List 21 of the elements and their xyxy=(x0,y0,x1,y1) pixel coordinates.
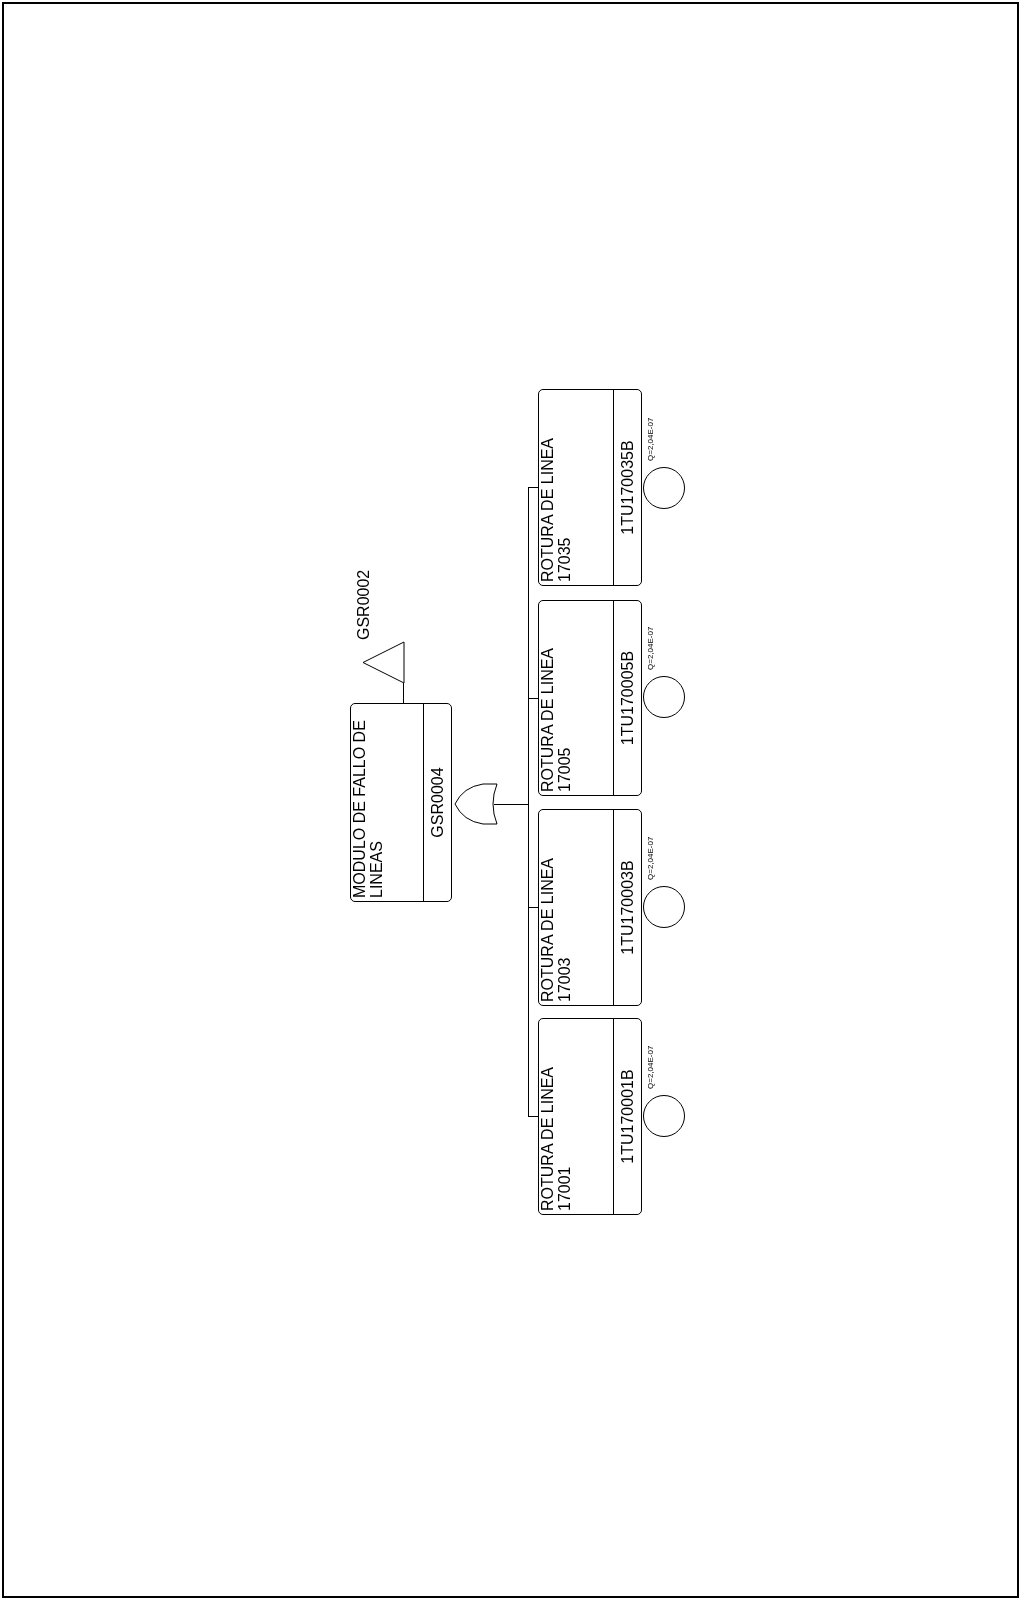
event-box xyxy=(538,809,642,1006)
probability-label: Q=2,04E-07 xyxy=(646,1045,655,1089)
event-description: MODULO DE FALLO DE LINEAS xyxy=(352,719,386,898)
event-box xyxy=(538,389,642,586)
event-id: 1TU170005B xyxy=(618,650,637,746)
event-box xyxy=(350,703,452,902)
event-description: ROTURA DE LINEA 17035 xyxy=(540,437,574,582)
connector-line xyxy=(402,682,404,704)
probability-label: Q=2,04E-07 xyxy=(646,836,655,880)
event-description: ROTURA DE LINEA 17001 xyxy=(540,1066,574,1211)
event-box xyxy=(538,600,642,796)
event-id: 1TU170035B xyxy=(618,440,637,535)
probability-label: Q=2,04E-07 xyxy=(646,417,655,461)
event-id: 1TU170001B xyxy=(618,1069,637,1164)
event-description: ROTURA DE LINEA 17005 xyxy=(540,647,574,792)
event-box xyxy=(538,1018,642,1215)
event-id: GSR0004 xyxy=(428,767,447,838)
probability-label: Q=2,04E-07 xyxy=(646,626,655,670)
event-id: 1TU170003B xyxy=(618,860,637,955)
transfer-label: GSR0002 xyxy=(355,569,373,640)
event-description: ROTURA DE LINEA 17003 xyxy=(540,857,574,1002)
